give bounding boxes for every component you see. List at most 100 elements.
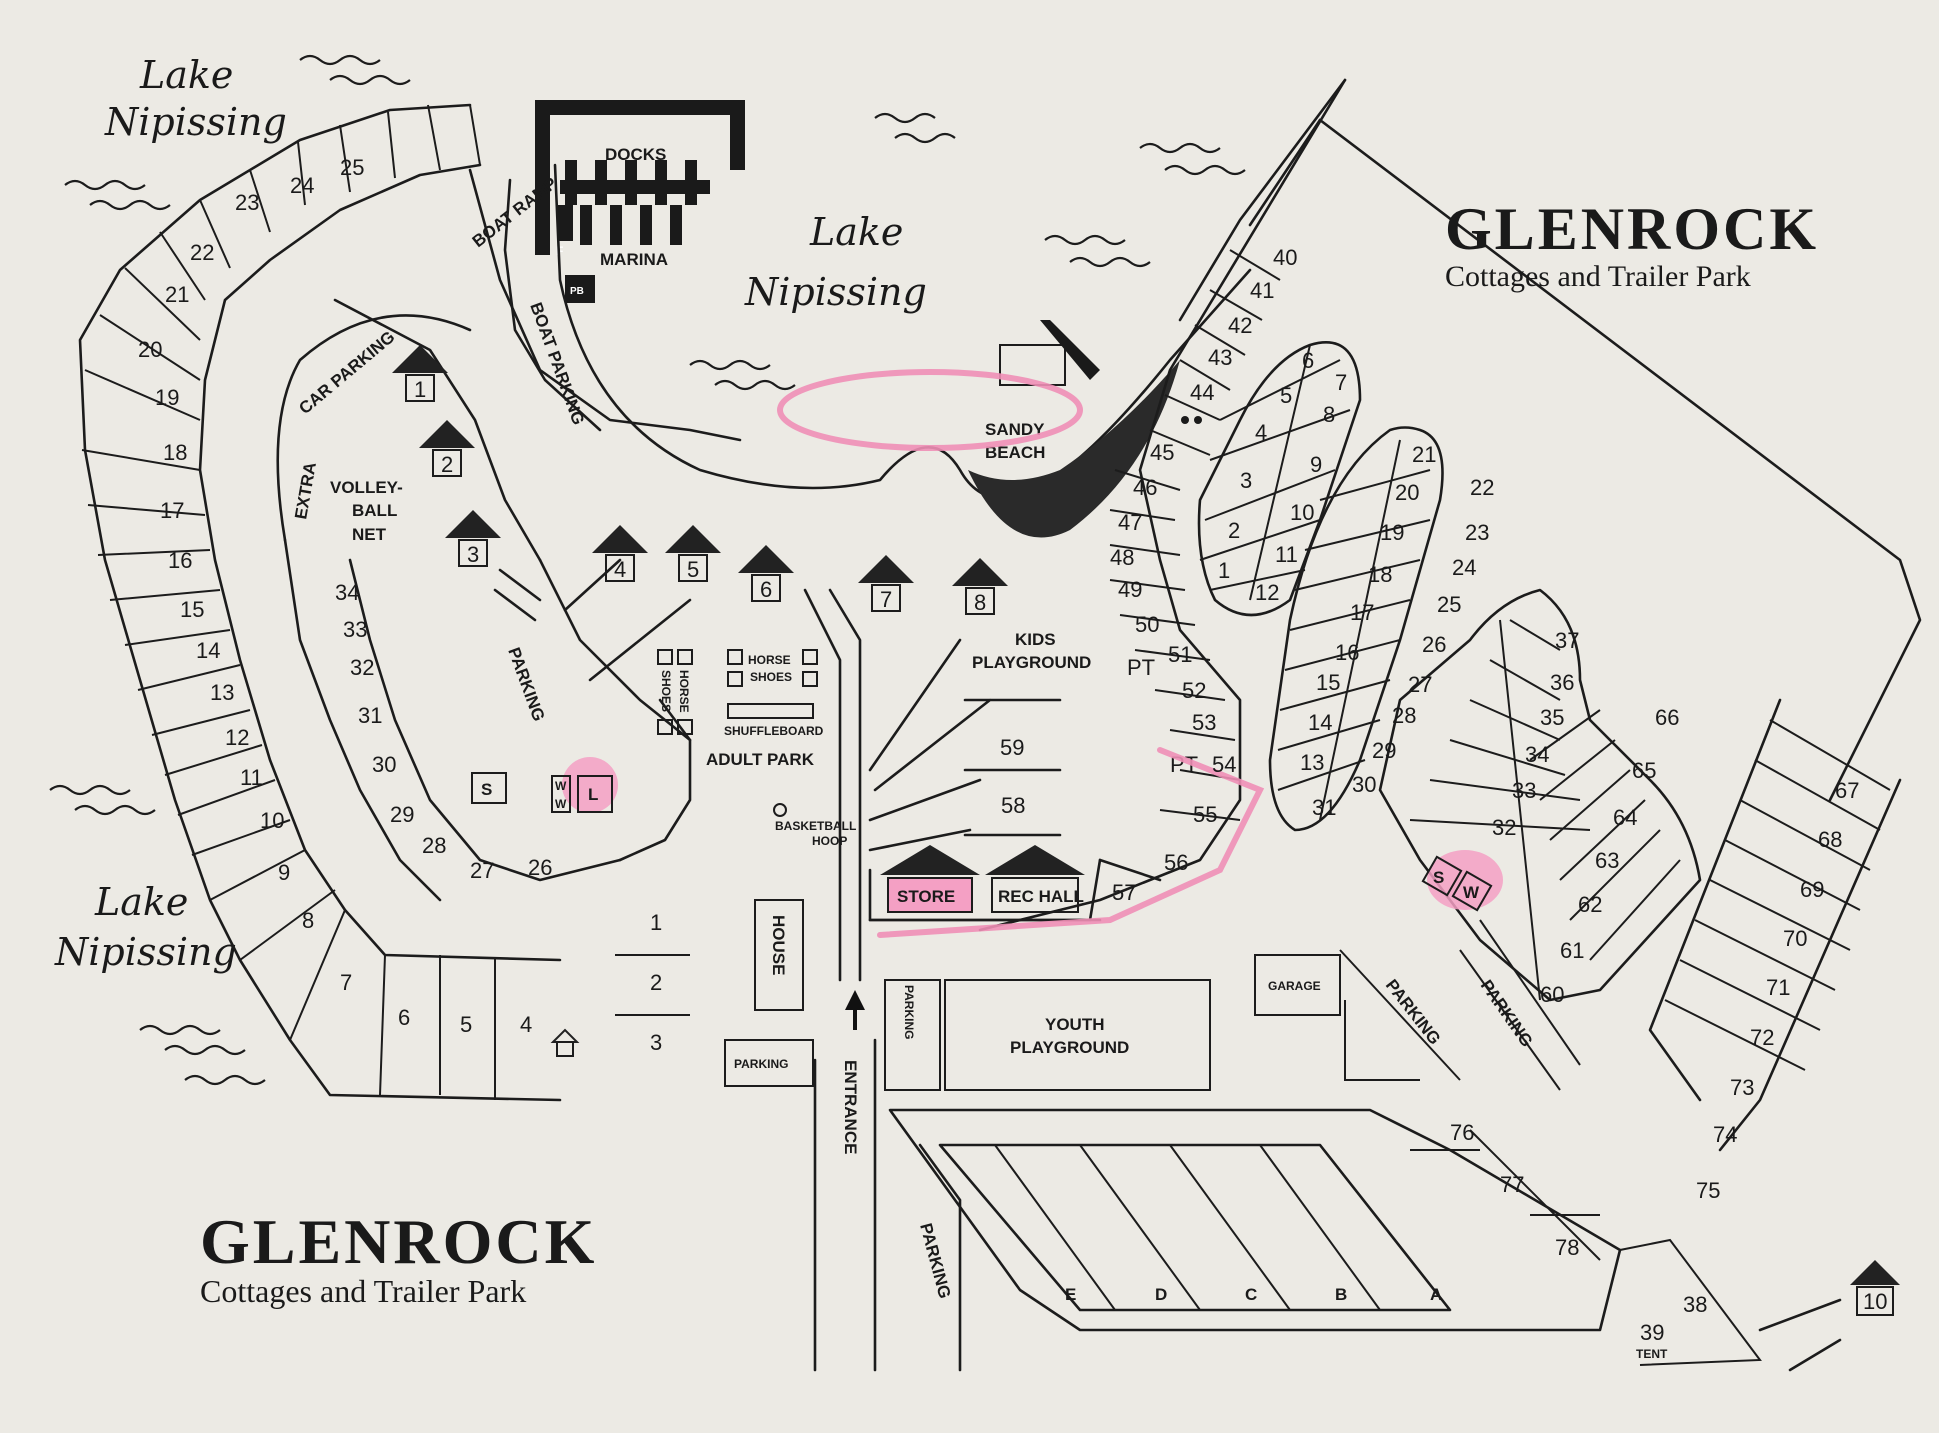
site-number-east: 62 <box>1578 892 1602 917</box>
site-number-center: 22 <box>1470 475 1494 500</box>
site-number-south: 78 <box>1555 1235 1579 1260</box>
site-number-fareast: 75 <box>1696 1178 1720 1203</box>
site-number-island: 1 <box>1218 558 1230 583</box>
svg-text:KIDS: KIDS <box>1015 630 1056 649</box>
svg-text:S: S <box>481 780 492 799</box>
site-number-island: 9 <box>1310 452 1322 477</box>
site-number-outer: 13 <box>210 680 234 705</box>
site-number-east: 39 <box>1640 1320 1664 1345</box>
site-number-northeast: 56 <box>1164 850 1188 875</box>
svg-text:HOUSE: HOUSE <box>769 915 788 975</box>
rec-hall-label: REC HALL <box>998 887 1084 906</box>
site-number-outer: 4 <box>520 1012 532 1037</box>
site-number-outer: 17 <box>160 498 184 523</box>
site-number-center: 58 <box>1001 793 1025 818</box>
site-number-center: 59 <box>1000 735 1024 760</box>
adult-park: SHOES HORSE HORSE SHOES SHUFFLEBOARD ADU… <box>657 649 856 848</box>
site-number-fareast: 69 <box>1800 877 1824 902</box>
site-number-center: 21 <box>1412 442 1436 467</box>
cottage-4: 4 <box>592 525 648 582</box>
site-number-inner: 30 <box>372 752 396 777</box>
beach-highlight <box>777 369 1083 451</box>
cottage-5: 5 <box>665 525 721 582</box>
svg-text:PLAYGROUND: PLAYGROUND <box>972 653 1091 672</box>
marina-label: MARINA <box>600 250 668 269</box>
site-number-island: 4 <box>1255 420 1267 445</box>
site-number-outer: 8 <box>302 908 314 933</box>
cottage-6: 6 <box>738 545 794 602</box>
site-number-front: 3 <box>650 1030 662 1055</box>
svg-text:Lake: Lake <box>94 880 188 924</box>
site-number-fareast: 71 <box>1766 975 1790 1000</box>
svg-text:PARKING: PARKING <box>1382 976 1444 1048</box>
site-number-northeast: 48 <box>1110 545 1134 570</box>
south-parking-lot: E D C B A PARKING TENT <box>888 1108 1842 1372</box>
svg-text:Nipissing: Nipissing <box>54 930 237 974</box>
svg-text:SHOES: SHOES <box>750 670 792 684</box>
site-number-outer: 23 <box>235 190 259 215</box>
svg-text:CAR PARKING: CAR PARKING <box>295 327 398 418</box>
site-number-center: 17 <box>1350 600 1374 625</box>
svg-text:5: 5 <box>687 557 699 582</box>
site-number-northeast: 43 <box>1208 345 1232 370</box>
lake-label-southwest: Lake Nipissing <box>54 880 237 974</box>
svg-text:ENTRANCE: ENTRANCE <box>841 1060 860 1154</box>
site-number-fareast: 70 <box>1783 926 1807 951</box>
site-number-center: 13 <box>1300 750 1324 775</box>
svg-text:PARKING: PARKING <box>916 1221 954 1300</box>
svg-text:YOUTH: YOUTH <box>1045 1015 1105 1034</box>
site-number-outer: 6 <box>398 1005 410 1030</box>
svg-text:BEACH: BEACH <box>985 443 1045 462</box>
site-number-northeast: 42 <box>1228 313 1252 338</box>
cottage-8: 8 <box>952 558 1008 615</box>
site-number-island: 5 <box>1280 383 1292 408</box>
svg-text:Nipissing: Nipissing <box>104 100 287 144</box>
site-number-east: 32 <box>1492 815 1516 840</box>
site-number-outer: 25 <box>340 155 364 180</box>
site-number-front: 2 <box>650 970 662 995</box>
site-number-inner: 26 <box>528 855 552 880</box>
east-sites-32-37-60-66 <box>1378 588 1702 1002</box>
sandy-beach: SANDY BEACH <box>968 320 1202 538</box>
svg-text:A: A <box>1430 1285 1442 1304</box>
site-number-front: 1 <box>650 910 662 935</box>
site-number-outer: 5 <box>460 1012 472 1037</box>
site-number-center: 23 <box>1465 520 1489 545</box>
site-number-northeast: 45 <box>1150 440 1174 465</box>
site-number-east: 64 <box>1613 805 1637 830</box>
site-number-fareast: 67 <box>1835 778 1859 803</box>
store-rec-hall: STORE REC HALL <box>868 845 1102 922</box>
brand-top-right: GLENROCK Cottages and Trailer Park <box>1445 196 1820 293</box>
site-number-south: 77 <box>1500 1172 1524 1197</box>
site-number-center: 16 <box>1335 640 1359 665</box>
svg-text:7: 7 <box>880 587 892 612</box>
site-number-east: 63 <box>1595 848 1619 873</box>
site-number-northeast: 51 <box>1168 642 1192 667</box>
brand-bottom-left: GLENROCK Cottages and Trailer Park <box>200 1206 598 1309</box>
svg-text:10: 10 <box>1863 1289 1887 1314</box>
site-number-center: 19 <box>1380 520 1404 545</box>
svg-text:Lake: Lake <box>139 53 233 97</box>
svg-text:HOOP: HOOP <box>812 834 847 848</box>
svg-text:B: B <box>1335 1285 1347 1304</box>
site-number-island: 12 <box>1255 580 1279 605</box>
site-number-inner: 33 <box>343 617 367 642</box>
site-number-inner: 27 <box>470 858 494 883</box>
svg-text:PARKING: PARKING <box>504 645 548 724</box>
site-number-center: 30 <box>1352 772 1376 797</box>
site-number-island: 10 <box>1290 500 1314 525</box>
svg-text:BASKETBALL: BASKETBALL <box>775 819 856 833</box>
site-number-outer: 18 <box>163 440 187 465</box>
svg-text:1: 1 <box>414 377 426 402</box>
site-number-northeast: 50 <box>1135 612 1159 637</box>
small-cottage-icon <box>550 1028 580 1057</box>
site-number-outer: 10 <box>260 808 284 833</box>
svg-text:S: S <box>1433 868 1444 887</box>
svg-text:E: E <box>1065 1285 1076 1304</box>
site-number-fareast: 72 <box>1750 1025 1774 1050</box>
site-number-outer: 22 <box>190 240 214 265</box>
svg-text:Lake: Lake <box>809 210 903 254</box>
svg-text:VOLLEY-: VOLLEY- <box>330 478 403 497</box>
svg-text:6: 6 <box>760 577 772 602</box>
